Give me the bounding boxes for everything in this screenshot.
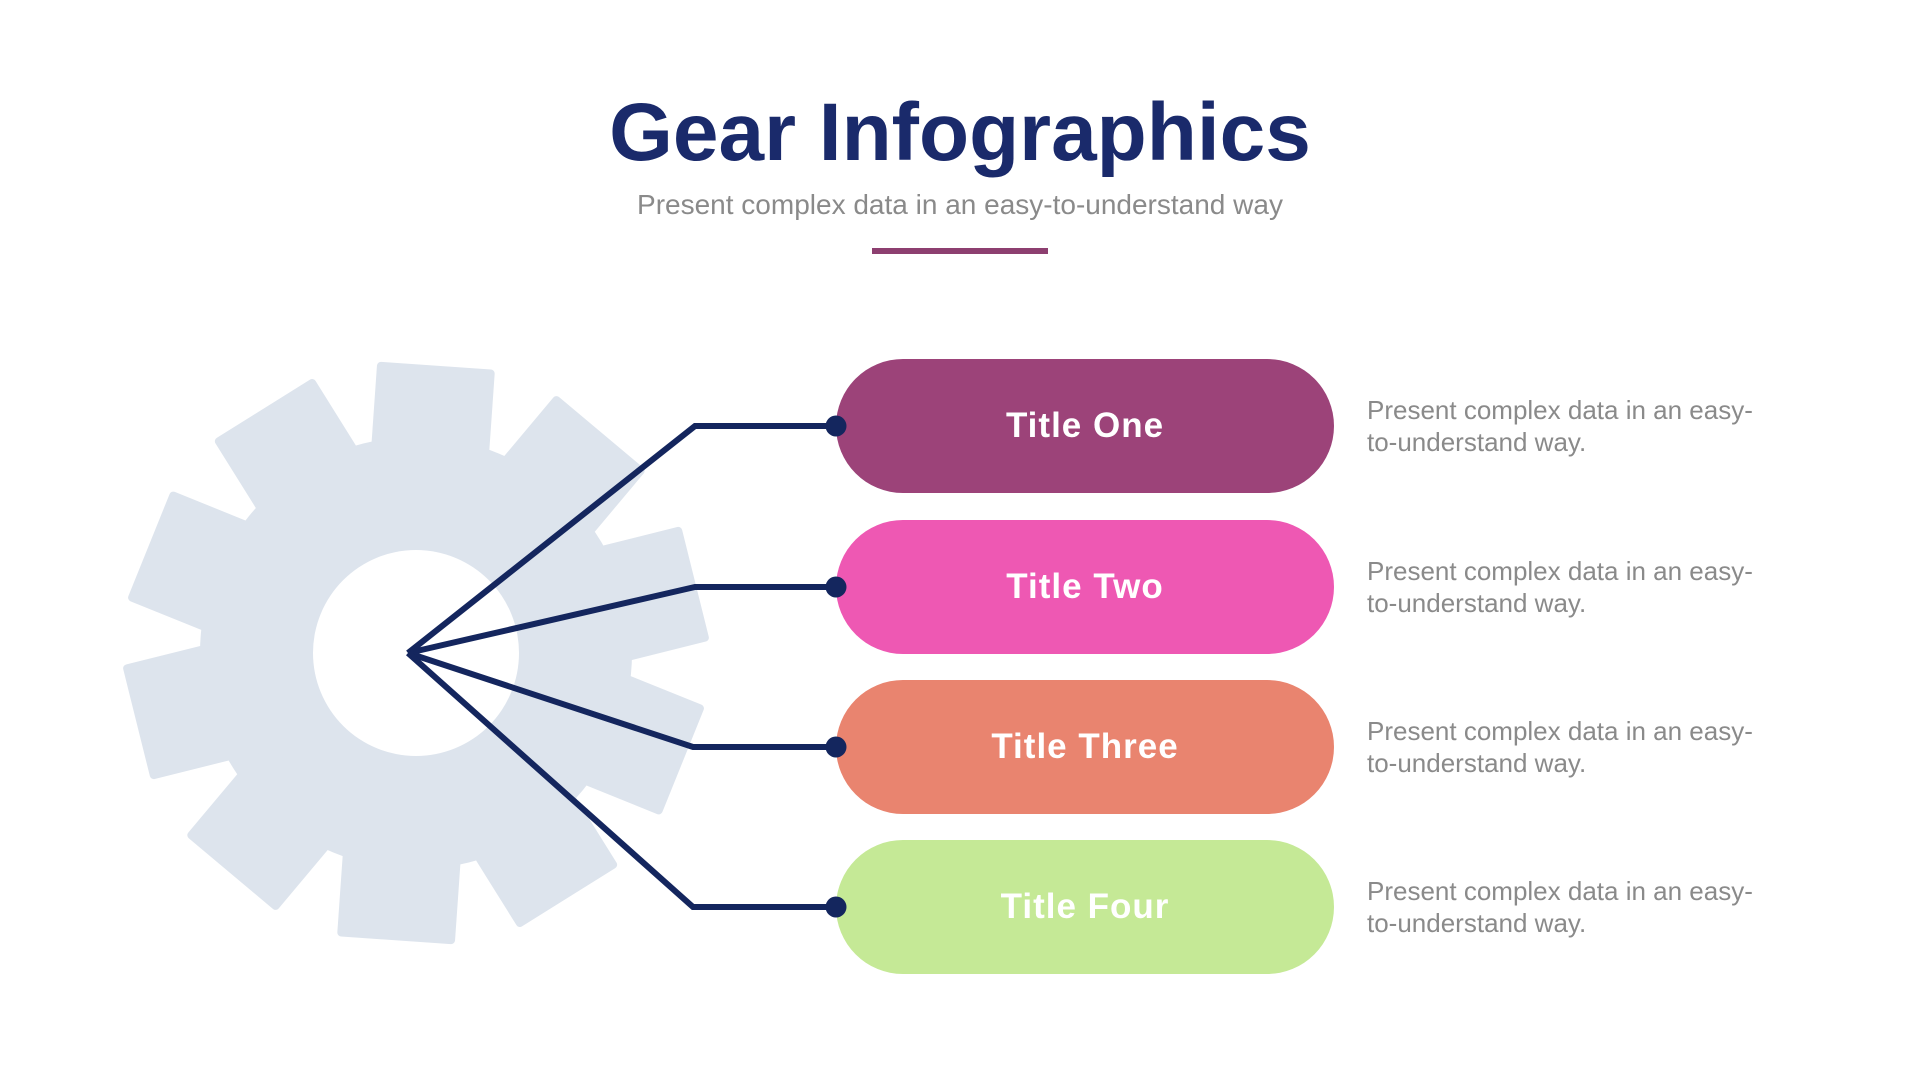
page-subtitle: Present complex data in an easy-to-under… xyxy=(637,189,1283,220)
page-title: Gear Infographics xyxy=(609,87,1311,178)
pill-label: Title Four xyxy=(1000,887,1170,926)
pill-label: Title Three xyxy=(991,727,1179,766)
pill-title-four: Title Four xyxy=(836,840,1334,974)
description-three: Present complex data in an easy- to-unde… xyxy=(1367,716,1753,778)
description-four: Present complex data in an easy- to-unde… xyxy=(1367,876,1753,938)
description-two: Present complex data in an easy- to-unde… xyxy=(1367,556,1753,618)
pill-label: Title One xyxy=(1005,406,1165,445)
pill-title-three: Title Three xyxy=(836,680,1334,814)
header-divider xyxy=(872,248,1048,254)
description-one: Present complex data in an easy- to-unde… xyxy=(1367,395,1753,457)
pill-title-one: Title One xyxy=(836,359,1334,493)
gear-hole xyxy=(313,550,519,756)
pill-title-two: Title Two xyxy=(836,520,1334,654)
pill-label: Title Two xyxy=(1006,567,1164,606)
